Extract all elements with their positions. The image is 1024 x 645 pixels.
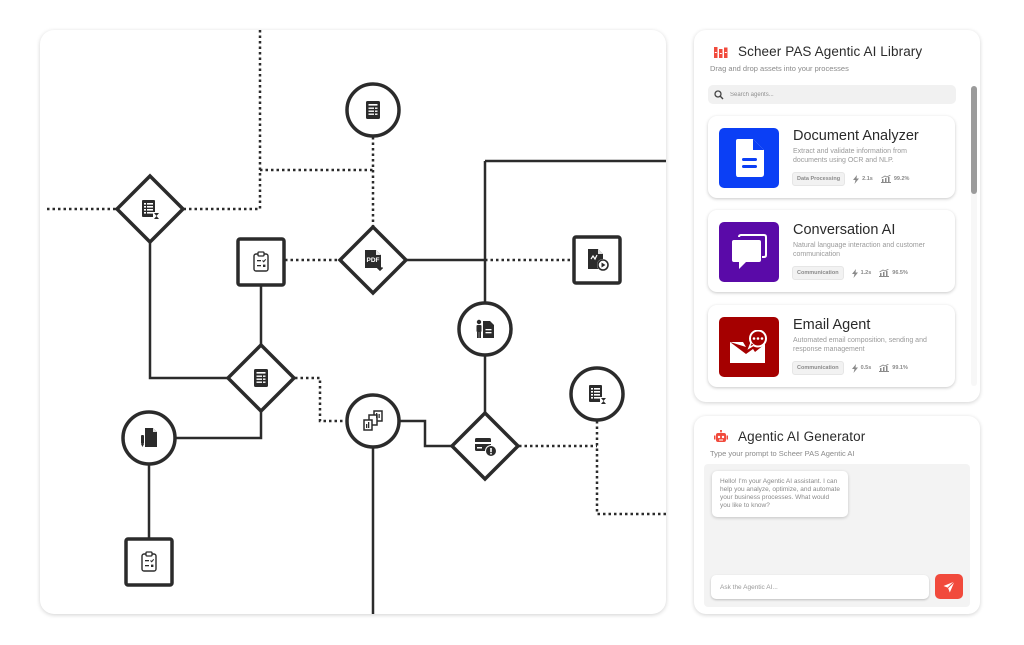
agent-icon-tile [719, 128, 779, 188]
library-scrollbar[interactable] [971, 86, 977, 386]
agent-meta: Communication 0.5s 99.1% [792, 361, 908, 375]
speed-value: 2.1s [862, 176, 873, 182]
agent-card-email-agent[interactable]: Email Agent Automated email composition,… [708, 305, 955, 387]
agent-library-panel: Scheer PAS Agentic AI Library Drag and d… [694, 30, 980, 402]
ai-generator-panel: Agentic AI Generator Type your prompt to… [694, 416, 980, 614]
robot-icon [714, 430, 728, 442]
chat-bubbles-icon [732, 234, 767, 269]
accuracy-value: 96.5% [892, 270, 908, 276]
send-button[interactable] [935, 574, 963, 599]
category-badge: Data Processing [792, 172, 846, 186]
scrollbar-thumb[interactable] [971, 86, 977, 194]
agent-meta: Data Processing 2.1s 99.2% [792, 172, 909, 186]
agent-card-document-analyzer[interactable]: Document Analyzer Extract and validate i… [708, 116, 955, 198]
process-diagram: PDF [47, 30, 666, 614]
library-subtitle: Drag and drop assets into your processes [710, 64, 849, 73]
search-input[interactable] [730, 91, 930, 98]
accuracy-value: 99.2% [893, 176, 910, 182]
category-badge: Communication [792, 266, 844, 280]
accuracy-stat: 96.5% [879, 269, 908, 277]
agent-name: Conversation AI [793, 222, 896, 238]
node-clipboard-task [236, 237, 286, 287]
chat-history: Hello! I'm your Agentic AI assistant. I … [704, 464, 970, 607]
assistant-message: Hello! I'm your Agentic AI assistant. I … [712, 471, 848, 517]
library-header: Scheer PAS Agentic AI Library [714, 44, 922, 59]
speed-value: 0.5s [860, 365, 872, 371]
speed-stat: 1.2s [851, 268, 872, 278]
lightning-icon [851, 268, 858, 278]
agent-icon-tile [719, 317, 779, 377]
generator-title: Agentic AI Generator [738, 429, 866, 444]
agent-name: Document Analyzer [793, 128, 919, 144]
agent-description: Automated email composition, sending and… [793, 337, 927, 353]
generator-header: Agentic AI Generator [714, 429, 865, 444]
lightning-icon [853, 174, 860, 184]
form-list-icon [254, 369, 268, 387]
chart-icon [880, 175, 891, 183]
accuracy-value: 99.1% [892, 365, 908, 371]
agent-meta: Communication 1.2s 96.5% [792, 266, 908, 280]
document-icon [736, 139, 764, 177]
agent-card-conversation-ai[interactable]: Conversation AI Natural language interac… [708, 210, 955, 292]
form-list-icon [366, 101, 380, 119]
agent-icon-tile [719, 222, 779, 282]
accuracy-stat: 99.2% [880, 175, 910, 183]
agent-description: Natural language interaction and custome… [793, 242, 925, 258]
chat-input[interactable] [711, 575, 929, 599]
category-badge: Communication [792, 361, 844, 375]
agent-name: Email Agent [793, 317, 871, 333]
library-books-icon [714, 46, 728, 58]
chart-icon [879, 364, 890, 372]
speed-stat: 2.1s [853, 174, 873, 184]
lightning-icon [851, 363, 858, 373]
chart-icon [879, 269, 890, 277]
speed-value: 1.2s [860, 270, 872, 276]
node-clipboard-task-2 [124, 537, 174, 587]
generator-subtitle: Type your prompt to Scheer PAS Agentic A… [710, 449, 855, 458]
email-chat-icon [730, 330, 767, 363]
process-canvas[interactable]: PDF [40, 30, 666, 614]
speed-stat: 0.5s [851, 363, 872, 373]
search-icon [714, 89, 724, 99]
agent-description: Extract and validate information from do… [793, 148, 907, 164]
library-title: Scheer PAS Agentic AI Library [738, 44, 923, 59]
send-icon [943, 580, 955, 592]
search-bar[interactable] [708, 85, 956, 104]
accuracy-stat: 99.1% [879, 364, 908, 372]
